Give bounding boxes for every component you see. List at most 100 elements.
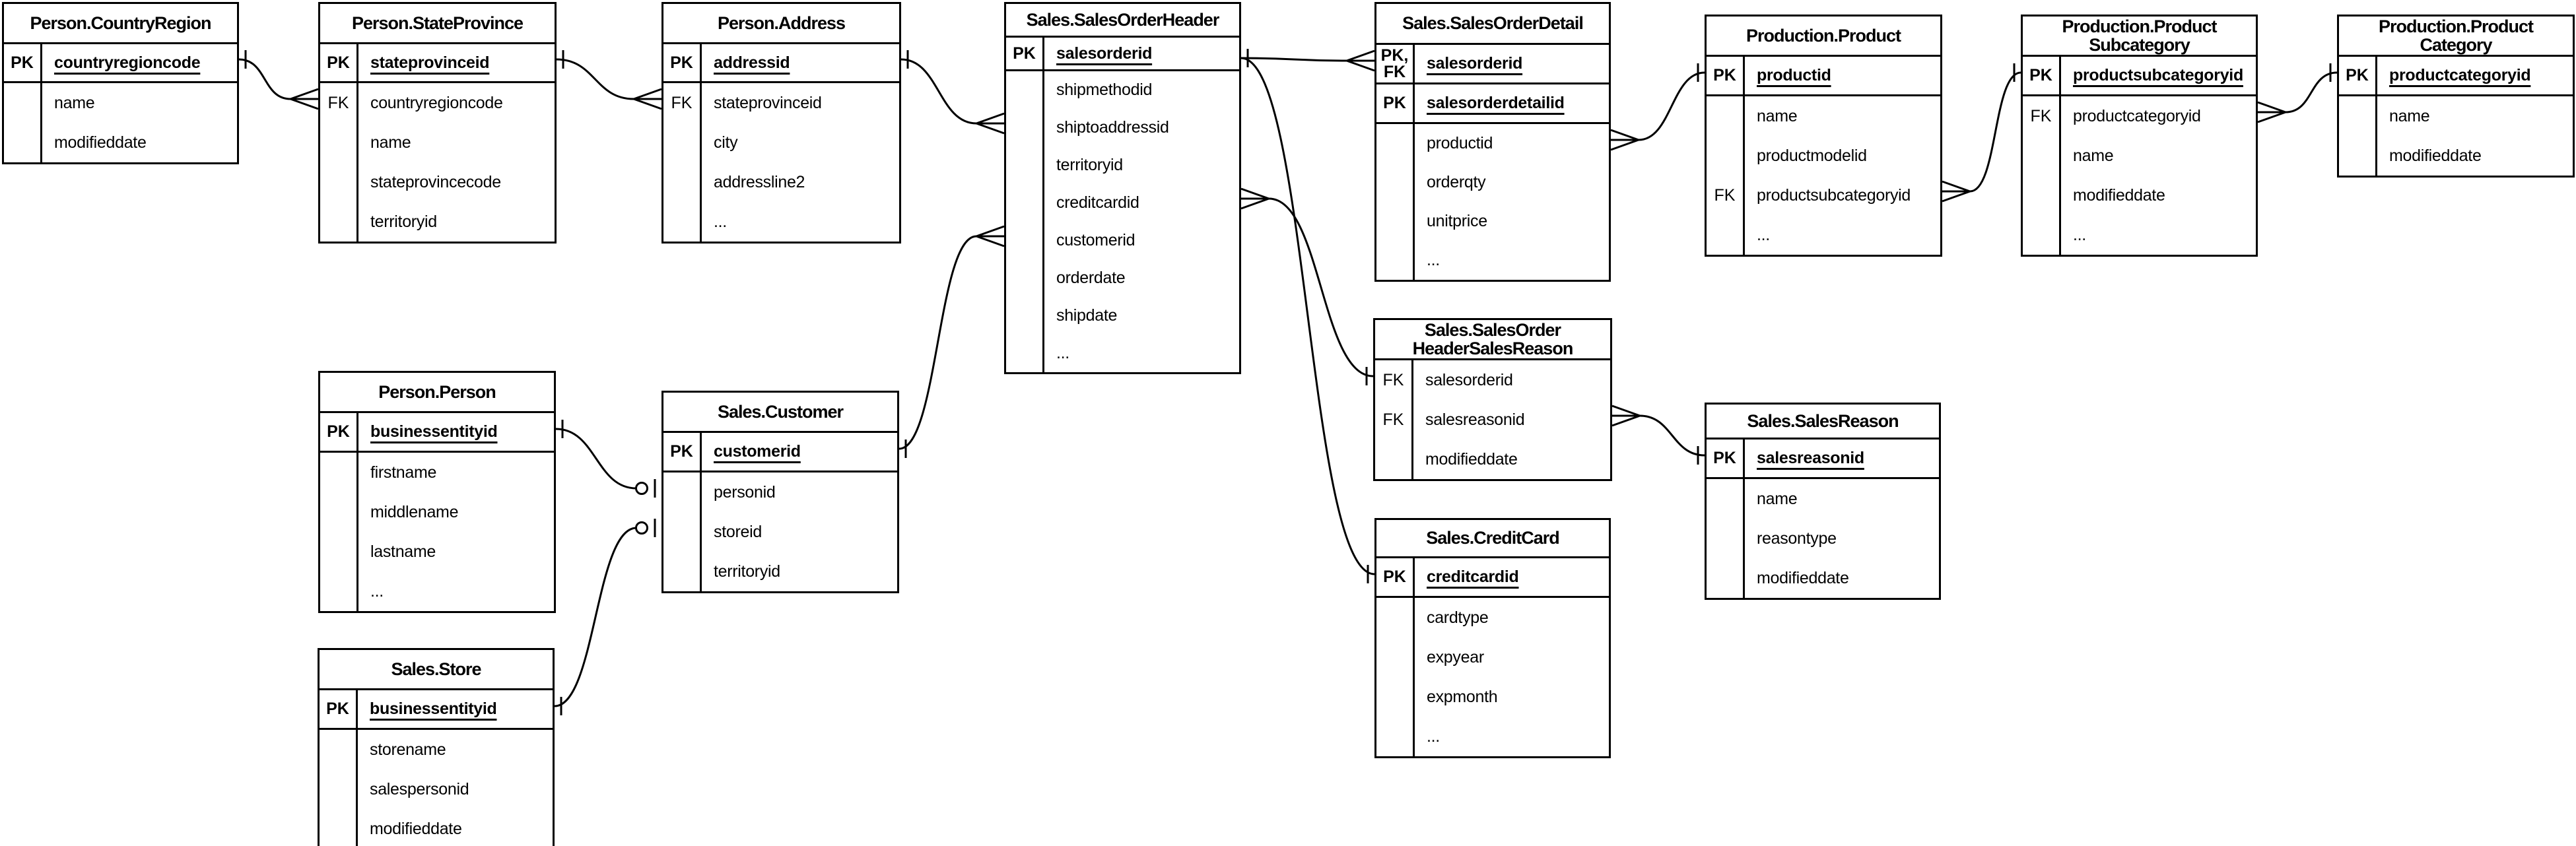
connector-stateprovince-address — [556, 50, 662, 110]
field-name: stateprovinceid — [370, 53, 490, 72]
key-label — [4, 83, 42, 123]
key-label: PK — [320, 413, 358, 451]
cardinality-many-crowfoot — [633, 98, 662, 110]
relationship-line — [900, 58, 977, 125]
field-name: territoryid — [370, 212, 437, 231]
field-row-: ... — [1376, 241, 1609, 280]
cardinality-zero-circle — [635, 482, 648, 495]
key-row-productcategoryid: PK productcategoryid — [2339, 55, 2573, 94]
field-name: countryregioncode — [54, 53, 201, 72]
field-name: name — [54, 93, 95, 112]
field-row-firstname: firstname — [320, 453, 554, 492]
field-name: modifieddate — [2073, 185, 2165, 205]
field-name: countryregioncode — [370, 93, 503, 112]
key-label — [320, 571, 358, 611]
relationship-line — [555, 428, 637, 490]
cardinality-many-crowfoot — [976, 122, 1005, 135]
field-row-territoryid: territoryid — [1006, 146, 1239, 184]
connector-salesorderheader-creditcard — [1240, 57, 1375, 583]
field-name: addressid — [714, 53, 790, 72]
key-label — [1006, 259, 1044, 297]
field-row-city: city — [663, 123, 899, 162]
field-name: creditcardid — [1056, 193, 1139, 212]
field-row-storeid: storeid — [663, 512, 897, 552]
field-name: city — [714, 133, 738, 152]
key-label — [4, 123, 42, 162]
field-name: productid — [1427, 134, 1493, 152]
key-label: FK — [1375, 400, 1413, 439]
field-row-territoryid: territoryid — [663, 552, 897, 591]
field-name: name — [1757, 489, 1798, 508]
field-name: modifieddate — [2389, 146, 2482, 165]
field-name: salesreasonid — [1757, 449, 1864, 467]
table-title: Person.CountryRegion — [30, 13, 211, 33]
connector-customer-salesorderheader — [898, 225, 1005, 458]
cardinality-many-crowfoot — [1346, 59, 1375, 72]
field-name: ... — [1427, 727, 1440, 746]
key-label: PK — [2023, 57, 2061, 94]
table-title: Sales.SalesReason — [1747, 410, 1899, 431]
cardinality-many-crowfoot — [1942, 190, 1971, 203]
connector-address-salesorderheader — [900, 50, 1005, 135]
key-label: FK — [663, 83, 702, 123]
key-label — [1707, 96, 1745, 136]
key-label — [2023, 136, 2061, 176]
key-label — [663, 552, 702, 591]
table-title: Sales.Store — [391, 659, 481, 679]
field-row-addressline2: addressline2 — [663, 162, 899, 202]
key-label: PK — [1376, 84, 1415, 122]
key-label — [1006, 146, 1044, 184]
field-row-name: name — [1707, 479, 1939, 519]
field-row-shipmethodid: shipmethodid — [1006, 71, 1239, 109]
key-label — [320, 809, 358, 846]
table-title: Production.Product Subcategory — [2062, 16, 2218, 55]
field-name: storename — [370, 740, 446, 759]
key-label — [1376, 637, 1415, 677]
key-label — [1006, 184, 1044, 222]
field-name: storeid — [714, 522, 762, 541]
key-label: PK — [2339, 57, 2377, 94]
field-row-name: name — [2023, 136, 2256, 176]
table-title: Person.Person — [378, 381, 496, 402]
key-label — [1376, 202, 1415, 241]
field-row-modifieddate: modifieddate — [4, 123, 237, 162]
key-label — [1707, 479, 1745, 519]
field-name: salesorderid — [1427, 54, 1523, 73]
field-name: stateprovincecode — [370, 172, 501, 191]
field-name: productcategoryid — [2389, 66, 2531, 84]
field-row-salespersonid: salespersonid — [320, 769, 553, 809]
key-label: PK — [1376, 558, 1415, 596]
key-label — [320, 202, 358, 242]
field-row-creditcardid: creditcardid — [1006, 184, 1239, 222]
cardinality-zero-circle — [635, 521, 648, 535]
field-name: salesorderid — [1056, 44, 1153, 63]
field-name: ... — [714, 212, 727, 231]
key-label — [1376, 717, 1415, 756]
relationship-line — [1240, 57, 1347, 62]
field-row-reasontype: reasontype — [1707, 519, 1939, 558]
